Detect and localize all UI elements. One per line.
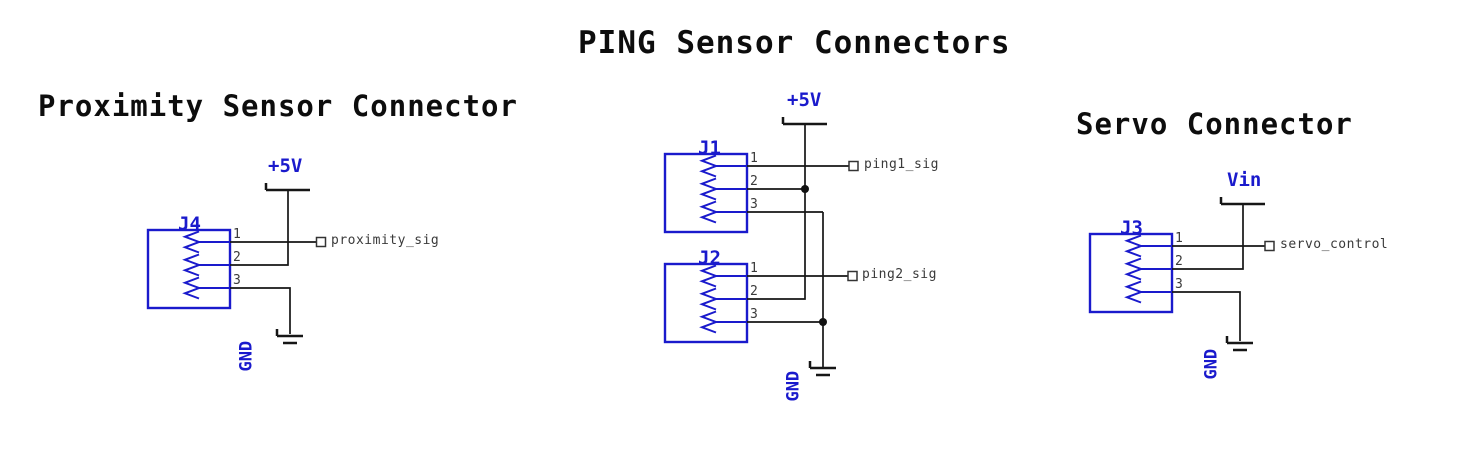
j3-connector-body (1088, 232, 1174, 314)
j2-pin-3: 3 (750, 307, 758, 322)
ping-power-symbol (781, 117, 827, 126)
j1-refdes-label: J1 (698, 137, 721, 159)
j3-connector-symbol (1088, 232, 1174, 314)
j4-connector-symbol (146, 228, 232, 310)
j1-pin-1: 1 (750, 151, 758, 166)
servo-heading: Servo Connector (1076, 107, 1353, 141)
ping-power-net-label: +5V (787, 89, 822, 111)
j4-ground-net-label: GND (236, 340, 257, 372)
j2-contact-springs (699, 264, 747, 334)
ping-power-junction-dot (801, 185, 809, 193)
j2-refdes-label: J2 (698, 247, 721, 269)
j3-ground-net-label: GND (1201, 348, 1222, 380)
proximity-power-symbol (264, 183, 310, 192)
ping-ground-symbol (808, 361, 836, 377)
proximity-signal-terminal (315, 236, 327, 248)
proximity-heading: Proximity Sensor Connector (38, 89, 518, 123)
j4-refdes-label: J4 (178, 213, 201, 235)
j1-pin-3: 3 (750, 197, 758, 212)
ping-wires (747, 124, 849, 368)
j1-connector-symbol (663, 152, 749, 234)
proximity-signal-label: proximity_sig (331, 233, 440, 248)
j1-contact-springs (699, 154, 747, 224)
j3-contact-springs (1124, 234, 1172, 304)
j3-pin-2: 2 (1175, 254, 1183, 269)
j4-connector-body (146, 228, 232, 310)
servo-ground-symbol (1225, 336, 1253, 352)
servo-wires (1172, 204, 1265, 341)
j4-contact-springs (182, 230, 230, 300)
j1-connector-body (663, 152, 749, 234)
ping1-signal-terminal (848, 160, 859, 172)
j3-pin-3: 3 (1175, 277, 1183, 292)
j4-pin-2: 2 (233, 250, 241, 265)
j3-power-net-label: Vin (1227, 169, 1262, 191)
j3-pin-1: 1 (1175, 231, 1183, 246)
proximity-ground-symbol (275, 329, 303, 345)
j2-connector-body (663, 262, 749, 344)
proximity-wires (230, 190, 316, 334)
schematic-title: PING Sensor Connectors (578, 25, 1011, 61)
ping2-signal-label: ping2_sig (862, 267, 937, 282)
servo-power-symbol (1219, 197, 1265, 206)
ping2-signal-terminal (847, 270, 858, 282)
j2-connector-symbol (663, 262, 749, 344)
j4-pin-3: 3 (233, 273, 241, 288)
j2-pin-2: 2 (750, 284, 758, 299)
j4-power-net-label: +5V (268, 155, 303, 177)
j3-refdes-label: J3 (1120, 217, 1143, 239)
j2-pin-1: 1 (750, 261, 758, 276)
j1-pin-2: 2 (750, 174, 758, 189)
ping-ground-net-label: GND (783, 370, 804, 402)
ping1-signal-label: ping1_sig (864, 157, 939, 172)
j4-pin-1: 1 (233, 227, 241, 242)
ping-ground-junction-dot (819, 318, 827, 326)
servo-signal-terminal (1264, 240, 1275, 252)
servo-signal-label: servo_control (1280, 237, 1389, 252)
